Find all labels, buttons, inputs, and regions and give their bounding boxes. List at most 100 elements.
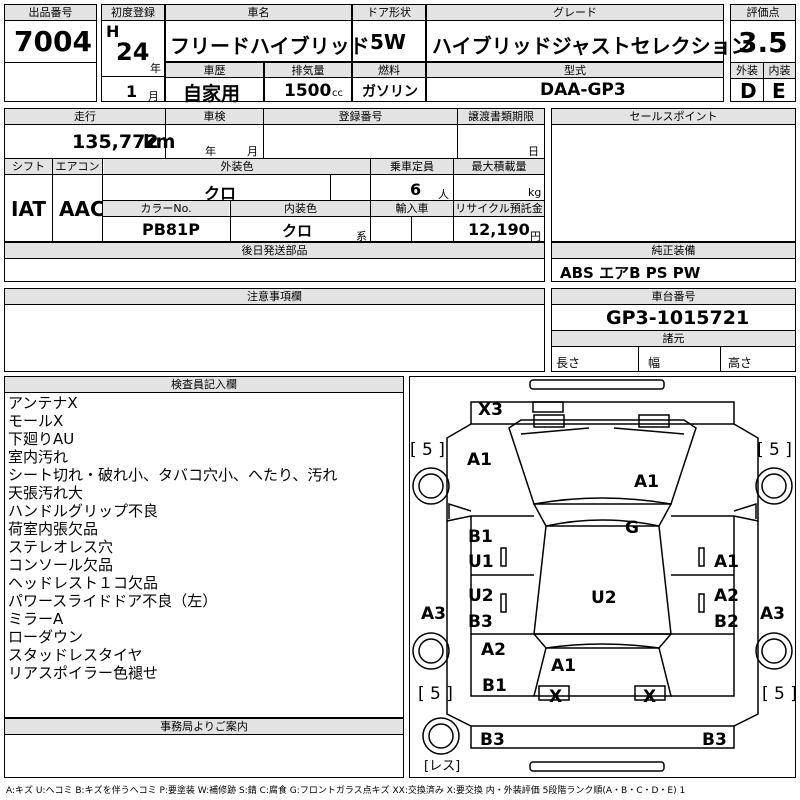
fuel-box bbox=[352, 62, 426, 102]
damage-x-left-lamp: X bbox=[549, 687, 563, 707]
damage-x-right-lamp: X bbox=[643, 687, 657, 707]
fuel-label: 燃料 bbox=[353, 63, 425, 78]
displacement-box bbox=[264, 62, 352, 102]
interior-color: クロ bbox=[282, 222, 313, 240]
note-line: シート切れ・破れ小、タバコ穴小、へたり、汚れ bbox=[8, 466, 338, 484]
note-line: 天張汚れ大 bbox=[8, 484, 84, 502]
color-number: PB81P bbox=[142, 220, 200, 239]
mileage: 135,772 bbox=[72, 131, 159, 153]
later-parts-box bbox=[4, 242, 545, 282]
capacity-label: 乗車定員 bbox=[371, 159, 453, 174]
capacity: 6 bbox=[410, 180, 422, 199]
recycle-label: リサイクル預託金 bbox=[454, 201, 544, 216]
equipment-label: 純正装備 bbox=[552, 243, 795, 258]
color-label: 外装色 bbox=[104, 159, 370, 174]
spare-tire-less: [レス] bbox=[424, 759, 461, 774]
displacement: 1500 bbox=[284, 81, 332, 101]
lot-label: 出品番号 bbox=[5, 5, 96, 20]
inspection-month-unit: 月 bbox=[247, 145, 258, 158]
car-name-label: 車名 bbox=[166, 5, 351, 20]
exterior-grade: D bbox=[740, 79, 757, 103]
note-line: ローダウン bbox=[8, 628, 84, 646]
history-box bbox=[165, 62, 264, 102]
chassis-label: 車台番号 bbox=[552, 289, 795, 304]
first-registration-box bbox=[101, 4, 165, 102]
damage-a1-rear: A1 bbox=[551, 656, 576, 676]
damage-a3-right: A3 bbox=[760, 604, 785, 624]
car-name-box bbox=[165, 4, 352, 62]
inspector-box bbox=[4, 376, 404, 718]
year-unit: 年 bbox=[150, 62, 161, 75]
damage-b2-right-slide: B2 bbox=[714, 612, 739, 632]
damage-u1-left-door: U1 bbox=[468, 552, 494, 572]
inspection-label: 車検 bbox=[166, 109, 263, 124]
damage-u2-roof: U2 bbox=[591, 588, 617, 608]
door-box bbox=[352, 4, 426, 62]
interior-color-label: 内装色 bbox=[231, 201, 370, 216]
mileage-label: 走行 bbox=[5, 109, 165, 124]
sales-points-box bbox=[551, 108, 796, 242]
damage-a1-right-door: A1 bbox=[714, 552, 739, 572]
note-line: 荷室内張欠品 bbox=[8, 520, 99, 538]
load-label: 最大積載量 bbox=[454, 159, 544, 174]
damage-a2-right-slide: A2 bbox=[714, 586, 739, 606]
equipment-box bbox=[551, 242, 796, 282]
transfer-day-unit: 日 bbox=[528, 145, 539, 158]
damage-b1-rear-left: B1 bbox=[482, 676, 507, 696]
car-name: フリードハイブリッド bbox=[170, 34, 370, 58]
yen-unit: 円 bbox=[530, 230, 541, 243]
history-label: 車歴 bbox=[166, 63, 263, 78]
fuel: ガソリン bbox=[362, 84, 418, 100]
office-label: 事務局よりご案内 bbox=[5, 719, 403, 734]
exterior-color: クロ bbox=[204, 184, 237, 203]
grade: ハイブリッドジャストセレクション bbox=[432, 34, 751, 58]
first-registration-label: 初度登録 bbox=[102, 5, 164, 20]
ext-label: 外装 bbox=[731, 63, 763, 78]
note-line: パワースライドドア不良（左） bbox=[8, 592, 218, 610]
plate-label: 登録番号 bbox=[264, 109, 457, 124]
ac: AAC bbox=[59, 197, 105, 221]
grade-label: グレード bbox=[427, 5, 723, 20]
kg-unit: kg bbox=[528, 186, 542, 199]
person-unit: 人 bbox=[438, 188, 449, 201]
month-unit: 月 bbox=[148, 90, 159, 103]
grade-box bbox=[426, 4, 724, 62]
model-box bbox=[426, 62, 724, 102]
note-line: ハンドルグリップ不良 bbox=[8, 502, 159, 520]
damage-b3-left-slide: B3 bbox=[468, 612, 493, 632]
sales-points-label: セールスポイント bbox=[552, 109, 795, 124]
lot-number: 7004 bbox=[14, 25, 92, 58]
ac-label: エアコン bbox=[53, 159, 102, 174]
note-line: ヘッドレスト１コ欠品 bbox=[8, 574, 159, 592]
legend: A:キズ U:ヘコミ B:キズを伴うヘコミ P:要塗装 W:補修跡 S:錆 C:… bbox=[6, 786, 686, 796]
length-label: 長さ bbox=[556, 356, 581, 370]
damage-b1-left-door: B1 bbox=[468, 527, 493, 547]
note-line: コンソール欠品 bbox=[8, 556, 114, 574]
tire-rr-tread: [ 5 ] bbox=[762, 684, 797, 704]
tire-rl-tread: [ 5 ] bbox=[418, 684, 453, 704]
interior-grade: E bbox=[772, 79, 786, 103]
cc-unit: cc bbox=[332, 88, 343, 99]
note-line: スタッドレスタイヤ bbox=[8, 646, 143, 664]
vehicle-info-box bbox=[4, 108, 545, 242]
inspection-year-unit: 年 bbox=[205, 145, 216, 158]
history: 自家用 bbox=[183, 83, 241, 105]
lot-box bbox=[4, 4, 97, 102]
office-box bbox=[4, 718, 404, 778]
damage-b3-right-bumper: B3 bbox=[702, 730, 727, 750]
damage-a2-rear-left: A2 bbox=[481, 640, 506, 660]
note-line: アンテナX bbox=[8, 394, 78, 412]
int-label: 内装 bbox=[764, 63, 795, 78]
tire-fl-tread: [ 5 ] bbox=[410, 440, 445, 460]
car-diagram-box bbox=[409, 376, 796, 778]
later-parts-label: 後日発送部品 bbox=[5, 243, 544, 258]
registration-month: 1 bbox=[126, 82, 138, 101]
recycle-fee: 12,190 bbox=[468, 220, 530, 239]
door-type: 5W bbox=[370, 30, 406, 54]
era: H bbox=[106, 22, 120, 41]
note-line: ミラーA bbox=[8, 610, 64, 628]
import-label: 輸入車 bbox=[371, 201, 453, 216]
model-label: 型式 bbox=[427, 63, 723, 78]
height-label: 高さ bbox=[728, 356, 753, 370]
